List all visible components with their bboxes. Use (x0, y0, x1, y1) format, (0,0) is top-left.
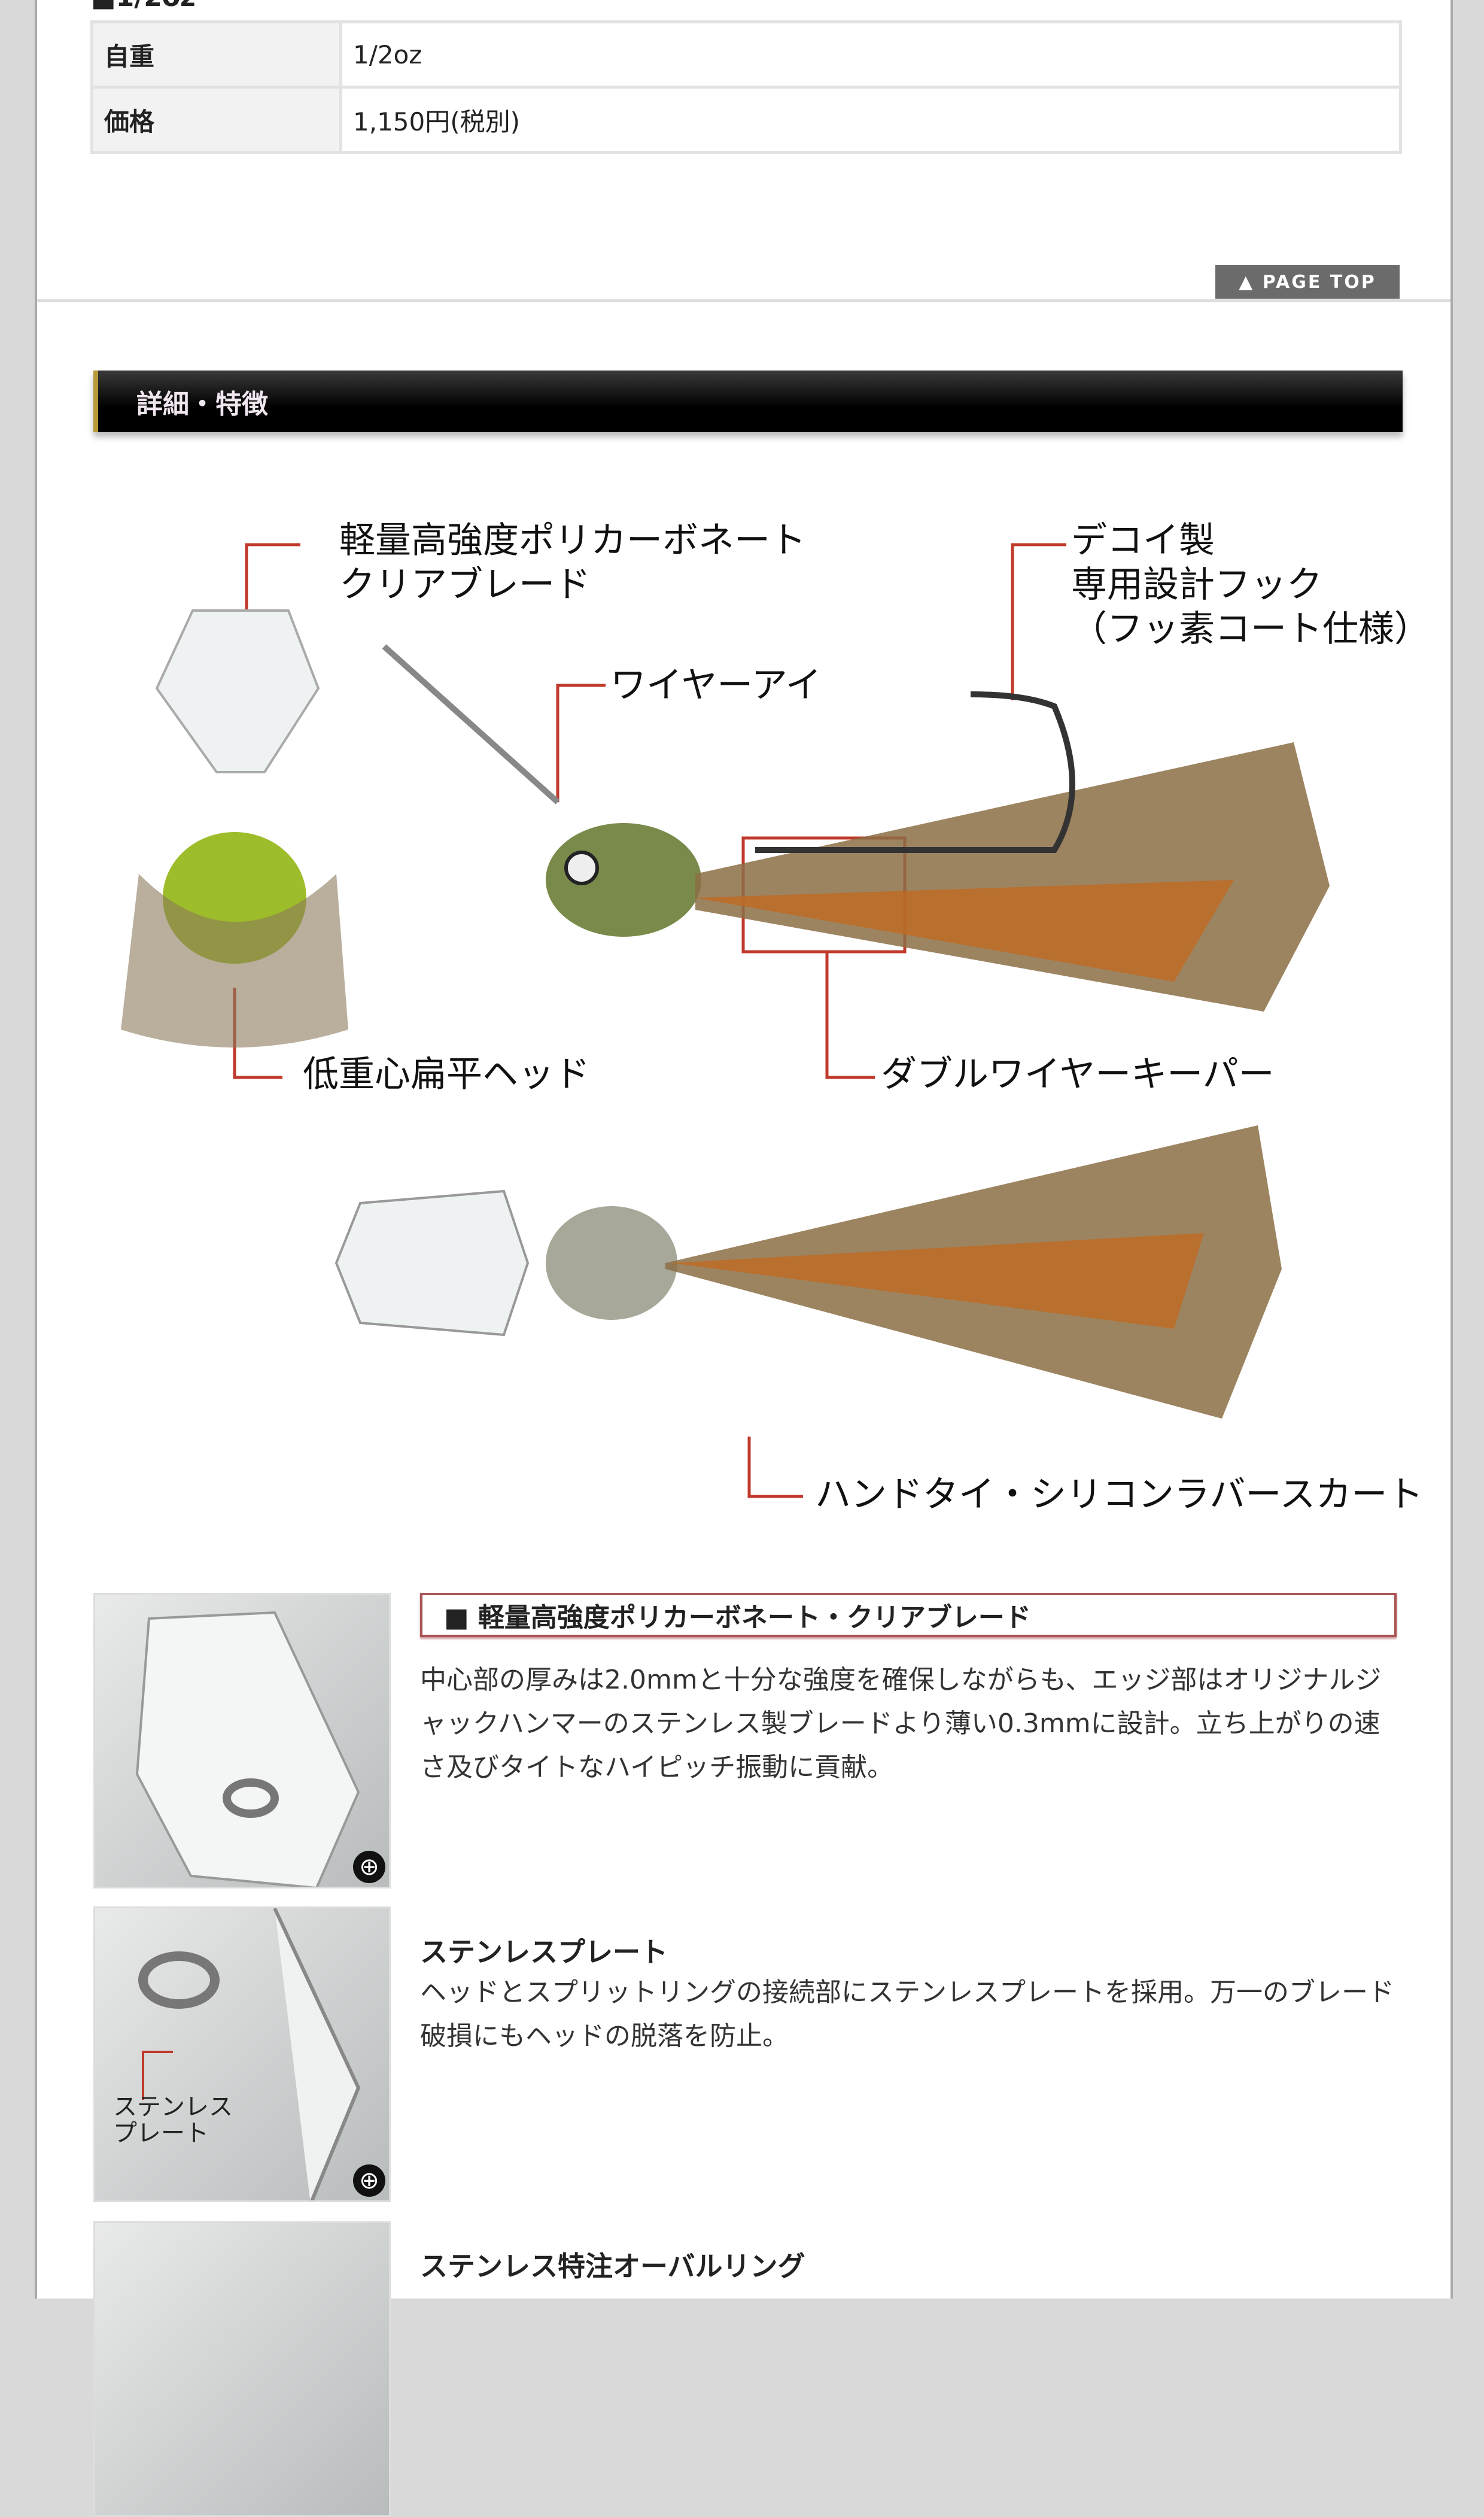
label-keeper: ダブルワイヤーキーパー (881, 1053, 1275, 1095)
label-wire-eye: ワイヤーアイ (610, 664, 822, 706)
feature-body: 中心部の厚みは2.0mmと十分な強度を確保しながらも、エッジ部はオリジナルジャッ… (420, 1665, 1382, 1783)
feature-title: ステンレス特注オーバルリング (420, 2250, 805, 2282)
label-skirt: ハンドタイ・シリコンラバースカート (815, 1474, 1424, 1516)
feature-thumbnail[interactable]: ⊕ (93, 1593, 391, 1888)
thumb-label: ステンレス プレート (113, 2093, 233, 2147)
spec-label: 価格 (90, 86, 342, 154)
zoom-icon[interactable]: ⊕ (353, 1851, 385, 1883)
feature-title: ■ 軽量高強度ポリカーボネート・クリアブレード (420, 1593, 1397, 1637)
feature-title: ステンレスプレート (420, 1936, 668, 1968)
lure-diagram (121, 543, 1330, 1498)
zoom-icon[interactable]: ⊕ (353, 2164, 385, 2197)
lure-side-view (382, 644, 1330, 1012)
spec-value: 1/2oz (339, 20, 1402, 89)
spec-label: 自重 (90, 20, 342, 89)
lure-top-view (334, 1125, 1282, 1419)
label-blade: 軽量高強度ポリカーボネート クリアブレード (339, 520, 806, 606)
feature-thumbnail[interactable]: ステンレス プレート ⊕ (93, 1906, 391, 2202)
section-title: 詳細・特徴 (136, 388, 268, 420)
lure-front-view (121, 609, 348, 1048)
feature-thumbnail[interactable] (93, 2221, 391, 2517)
label-hook: デコイ製 専用設計フック （フッ素コート仕様） (1071, 520, 1430, 650)
section-header: 詳細・特徴 (93, 371, 1403, 432)
weight-heading: ■1/2oz (91, 0, 196, 13)
divider (37, 299, 1450, 302)
feature-body: ヘッドとスプリットリングの接続部にステンレスプレートを採用。万一のブレード破損に… (420, 1977, 1394, 2051)
page-top-button[interactable]: ▲ PAGE TOP (1215, 265, 1400, 299)
page-content: ■1/2oz 自重1/2oz 価格1,150円(税別) ▲ PAGE TOP 詳… (35, 0, 1453, 2517)
label-head: 低重心扁平ヘッド (303, 1053, 590, 1095)
spec-value: 1,150円(税別) (339, 86, 1402, 154)
